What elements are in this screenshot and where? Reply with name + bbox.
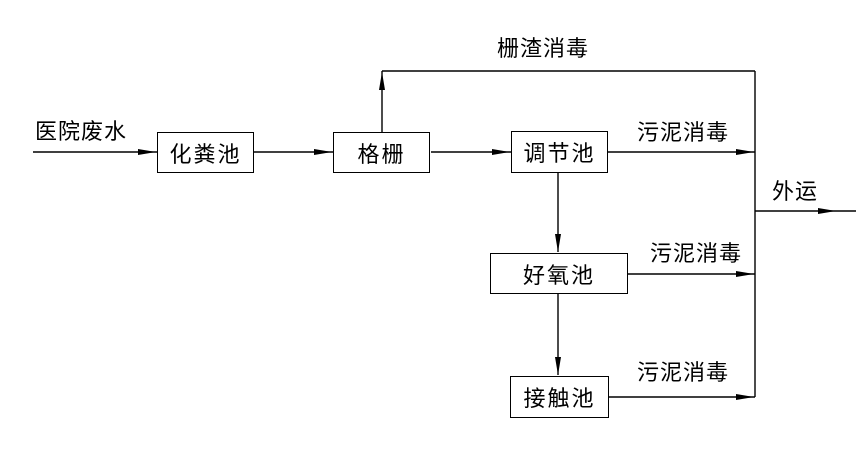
- sludge-disinfection-label-aerobic: 污泥消毒: [650, 241, 743, 266]
- node-regulating-tank-label: 调节池: [523, 141, 596, 166]
- edge-contact-sludge-arrowhead-icon: [736, 394, 754, 400]
- edge-screen-up-arrowhead-icon: [379, 72, 385, 90]
- node-septic-tank: 化粪池: [157, 132, 254, 173]
- node-bar-screen-label: 格栅: [357, 141, 406, 167]
- node-regulating-tank: 调节池: [511, 131, 608, 173]
- node-contact-tank: 接触池: [510, 376, 609, 418]
- node-aerobic-tank: 好氧池: [490, 253, 628, 294]
- edge-septic-to-screen-arrowhead-icon: [314, 149, 332, 155]
- sludge-disinfection-label-contact: 污泥消毒: [637, 360, 730, 385]
- edge-inlet-arrowhead-icon: [138, 149, 156, 155]
- edge-aerobic-sludge-arrowhead-icon: [736, 271, 754, 277]
- node-aerobic-tank-label: 好氧池: [522, 262, 595, 288]
- node-contact-tank-label: 接触池: [523, 386, 596, 411]
- edge-outbound-arrowhead-icon: [818, 208, 836, 214]
- outbound-label: 外运: [772, 179, 819, 204]
- edge-aerobic-to-contact-arrowhead-icon: [555, 357, 561, 375]
- source-label: 医院废水: [35, 119, 128, 144]
- screenings-disinfection-label: 栅渣消毒: [497, 36, 590, 61]
- edge-regulating-sludge-arrowhead-icon: [736, 149, 754, 155]
- node-septic-tank-label: 化粪池: [169, 141, 242, 167]
- sludge-disinfection-label-regulating: 污泥消毒: [637, 120, 730, 145]
- node-bar-screen: 格栅: [333, 132, 430, 173]
- edge-screen-to-regulating-arrowhead-icon: [492, 149, 510, 155]
- edge-regulating-to-aerobic-arrowhead-icon: [555, 234, 561, 252]
